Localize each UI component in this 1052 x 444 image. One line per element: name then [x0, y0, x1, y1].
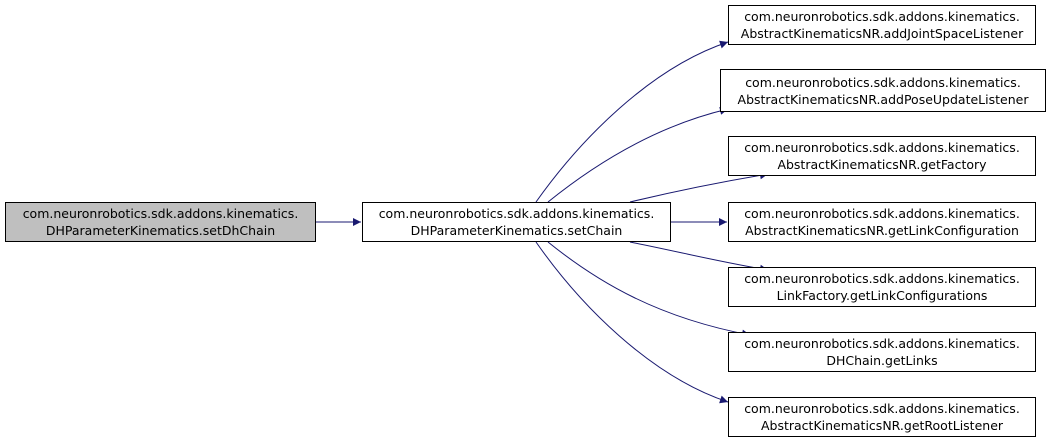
node-getfactory[interactable]: com.neuronrobotics.sdk.addons.kinematics… — [728, 136, 1036, 176]
node-getlinks-method: DHChain.getLinks — [826, 353, 938, 368]
edge-setchain-to-getlinks — [547, 241, 751, 338]
node-setdhchain-method: DHParameterKinematics.setDhChain — [45, 223, 276, 238]
edge-setchain-to-getlinkconfigurations — [629, 241, 769, 273]
node-addjointspacelistener-method: AbstractKinematicsNR.addJointSpaceListen… — [740, 26, 1024, 41]
node-getrootlistener[interactable]: com.neuronrobotics.sdk.addons.kinematics… — [728, 397, 1036, 437]
node-setchain[interactable]: com.neuronrobotics.sdk.addons.kinematics… — [362, 202, 671, 242]
node-getrootlistener-package: com.neuronrobotics.sdk.addons.kinematics… — [744, 401, 1020, 416]
edge-setchain-to-getfactory — [629, 171, 769, 203]
node-addposeupdatelistener[interactable]: com.neuronrobotics.sdk.addons.kinematics… — [720, 69, 1046, 112]
node-addjointspacelistener-package: com.neuronrobotics.sdk.addons.kinematics… — [744, 9, 1020, 24]
node-getlinkconfiguration-package: com.neuronrobotics.sdk.addons.kinematics… — [744, 206, 1020, 221]
node-getlinkconfigurations[interactable]: com.neuronrobotics.sdk.addons.kinematics… — [728, 267, 1036, 307]
node-addposeupdatelistener-package: com.neuronrobotics.sdk.addons.kinematics… — [745, 74, 1021, 90]
edge-setchain-to-addjointspacelistener — [535, 40, 729, 203]
node-getlinkconfiguration[interactable]: com.neuronrobotics.sdk.addons.kinematics… — [728, 202, 1036, 242]
node-getfactory-method: AbstractKinematicsNR.getFactory — [777, 157, 987, 172]
node-getlinkconfigurations-package: com.neuronrobotics.sdk.addons.kinematics… — [744, 271, 1020, 286]
node-getrootlistener-method: AbstractKinematicsNR.getRootListener — [760, 418, 1004, 433]
node-getlinks[interactable]: com.neuronrobotics.sdk.addons.kinematics… — [728, 332, 1036, 372]
edge-setchain-to-addposeupdatelistener — [547, 106, 729, 203]
node-setchain-package: com.neuronrobotics.sdk.addons.kinematics… — [378, 206, 655, 221]
edge-setchain-to-getrootlistener — [535, 241, 729, 404]
node-setdhchain-package: com.neuronrobotics.sdk.addons.kinematics… — [22, 206, 299, 221]
node-addposeupdatelistener-method: AbstractKinematicsNR.addPoseUpdateListen… — [737, 91, 1029, 107]
node-getlinkconfigurations-method: LinkFactory.getLinkConfigurations — [776, 288, 988, 303]
node-setchain-method: DHParameterKinematics.setChain — [410, 223, 623, 238]
node-setdhchain: com.neuronrobotics.sdk.addons.kinematics… — [5, 202, 316, 242]
node-getfactory-package: com.neuronrobotics.sdk.addons.kinematics… — [744, 140, 1020, 155]
node-getlinks-package: com.neuronrobotics.sdk.addons.kinematics… — [744, 336, 1020, 351]
node-addjointspacelistener[interactable]: com.neuronrobotics.sdk.addons.kinematics… — [728, 5, 1036, 45]
node-getlinkconfiguration-method: AbstractKinematicsNR.getLinkConfiguratio… — [745, 223, 1019, 238]
